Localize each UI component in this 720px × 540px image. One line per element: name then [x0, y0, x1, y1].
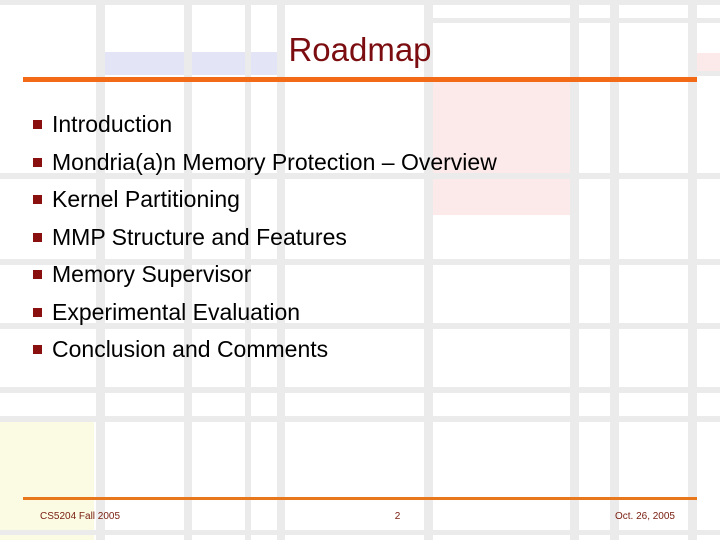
list-item[interactable]: Introduction: [33, 110, 693, 148]
grid-hline-2: [424, 18, 720, 23]
square-bullet-icon: [33, 307, 42, 317]
footer-course-label: CS5204 Fall 2005: [40, 511, 121, 522]
grid-hline-7: [0, 387, 720, 393]
list-item[interactable]: Conclusion and Comments: [33, 335, 693, 373]
grid-vline-3: [245, 0, 251, 540]
grid-hline-3: [697, 71, 720, 76]
page-title: Roadmap: [288, 31, 432, 68]
grid-hline-6: [0, 323, 720, 329]
grid-vline-6: [570, 0, 579, 540]
grid-vline-2: [184, 0, 192, 540]
list-item[interactable]: MMP Structure and Features: [33, 223, 693, 261]
square-bullet-icon: [33, 345, 42, 354]
decor-block-pink-topright: [697, 53, 720, 76]
grid-hline-9: [0, 530, 720, 535]
grid-hline-4: [0, 173, 720, 179]
grid-vline-5: [424, 0, 433, 540]
grid-hline-8: [0, 416, 720, 422]
square-bullet-icon: [33, 232, 42, 242]
list-item-label: Memory Supervisor: [52, 261, 252, 287]
list-item-label: MMP Structure and Features: [52, 223, 347, 250]
list-item-label: Kernel Partitioning: [52, 186, 240, 212]
list-item-label: Experimental Evaluation: [52, 298, 301, 325]
title-accent-rule: [23, 77, 697, 82]
grid-vline-4: [277, 0, 285, 540]
bullet-list: Introduction Mondria(a)n Memory Protecti…: [33, 110, 693, 373]
grid-vline-1: [96, 0, 105, 540]
decor-block-pink-center: [433, 80, 570, 215]
decor-block-yellow: [0, 422, 94, 540]
footer-accent-rule: [23, 497, 697, 500]
decor-block-lavender: [105, 52, 282, 75]
grid-hline-1: [0, 0, 720, 5]
list-item[interactable]: Memory Supervisor: [33, 260, 693, 298]
list-item-label: Introduction: [52, 111, 173, 137]
title-area: Roadmap: [0, 30, 720, 70]
grid-vline-7: [610, 0, 619, 540]
list-item-label: Conclusion and Comments: [52, 336, 329, 362]
slide-footer: CS5204 Fall 2005 2 Oct. 26, 2005: [23, 508, 697, 526]
grid-hline-5: [0, 259, 720, 265]
list-item[interactable]: Mondria(a)n Memory Protection – Overview: [33, 148, 693, 186]
square-bullet-icon: [33, 270, 42, 279]
grid-vline-8: [688, 0, 697, 540]
list-item-label: Mondria(a)n Memory Protection – Overview: [52, 148, 497, 175]
square-bullet-icon: [33, 120, 42, 129]
list-item[interactable]: Experimental Evaluation: [33, 298, 693, 336]
square-bullet-icon: [33, 157, 42, 167]
list-item[interactable]: Kernel Partitioning: [33, 185, 693, 223]
square-bullet-icon: [33, 195, 42, 204]
footer-page-number: 2: [394, 511, 401, 522]
footer-date-label: Oct. 26, 2005: [614, 511, 675, 522]
